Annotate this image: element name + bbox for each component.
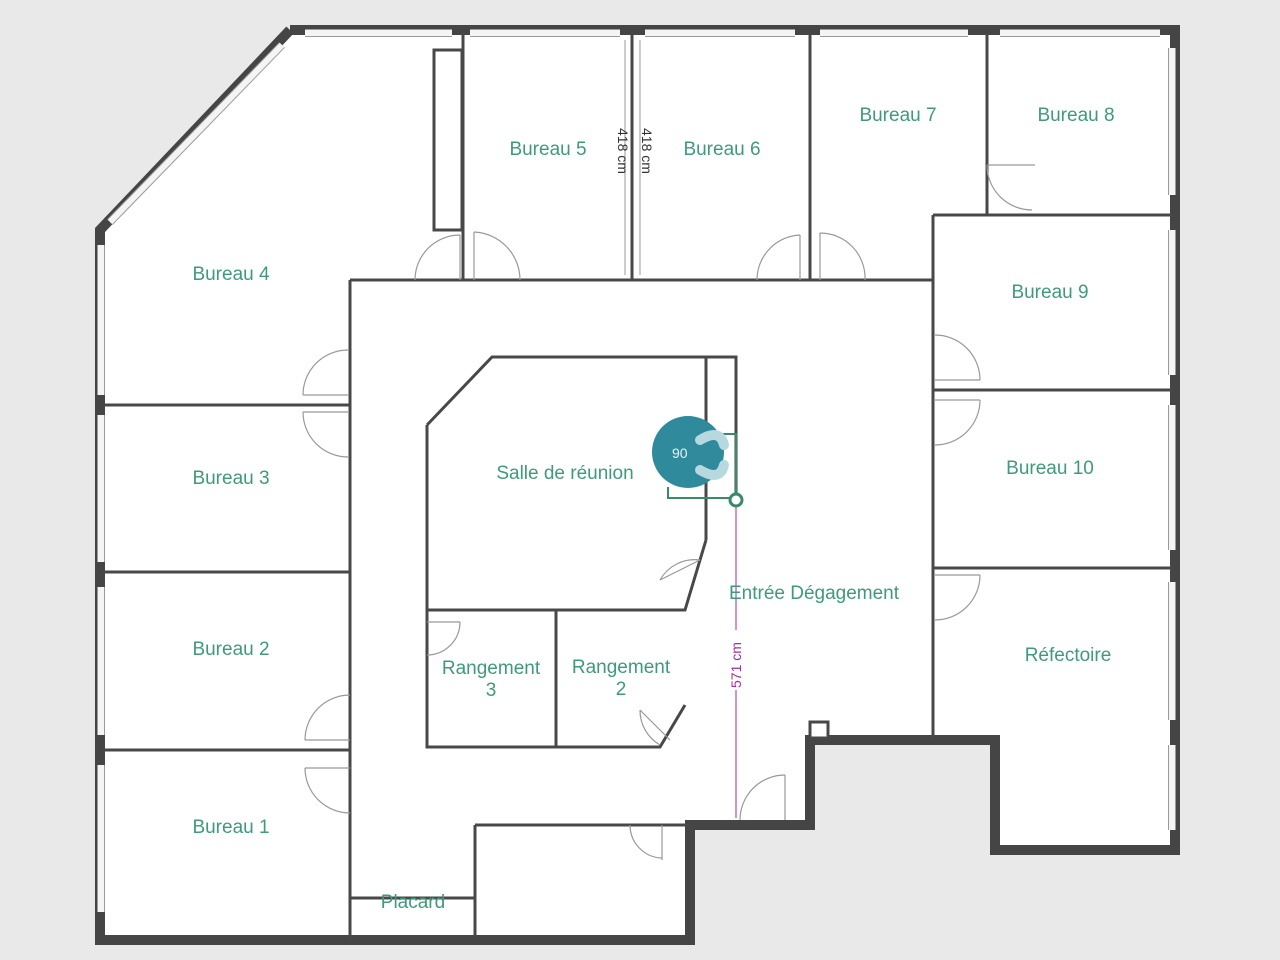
room-refectoire[interactable]: Réfectoire bbox=[1025, 645, 1112, 666]
windows bbox=[97, 29, 1176, 912]
room-bureau-3[interactable]: Bureau 3 bbox=[192, 468, 269, 489]
room-bureau-6[interactable]: Bureau 6 bbox=[683, 139, 760, 160]
room-bureau-2[interactable]: Bureau 2 bbox=[192, 639, 269, 660]
room-placard[interactable]: Placard bbox=[381, 892, 445, 913]
room-bureau-8[interactable]: Bureau 8 bbox=[1037, 105, 1114, 126]
dimension-label: 571 cm bbox=[728, 642, 744, 688]
room-rangement-3[interactable]: Rangement bbox=[442, 658, 541, 679]
room-bureau-9[interactable]: Bureau 9 bbox=[1011, 282, 1088, 303]
room-bureau-4[interactable]: Bureau 4 bbox=[192, 264, 270, 285]
room-labels: Bureau 5 Bureau 6 Bureau 7 Bureau 8 Bure… bbox=[192, 105, 1114, 913]
room-bureau-10[interactable]: Bureau 10 bbox=[1006, 458, 1094, 479]
dimension-label: 418 cm bbox=[615, 128, 631, 174]
room-entree-degagement[interactable]: Entrée Dégagement bbox=[729, 583, 900, 604]
dimension-lines: 418 cm 418 cm 571 cm bbox=[615, 40, 746, 818]
room-rangement-2-number: 2 bbox=[616, 679, 627, 700]
room-rangement-2[interactable]: Rangement bbox=[572, 657, 671, 678]
room-salle-de-reunion[interactable]: Salle de réunion bbox=[496, 463, 633, 484]
interior-walls bbox=[103, 33, 1172, 940]
room-rangement-3-number: 3 bbox=[486, 680, 497, 701]
room-bureau-7[interactable]: Bureau 7 bbox=[859, 105, 936, 126]
room-bureau-5[interactable]: Bureau 5 bbox=[509, 139, 586, 160]
doors[interactable] bbox=[302, 164, 1035, 860]
dimension-label: 418 cm bbox=[639, 128, 655, 174]
rotation-handle[interactable]: 90 bbox=[652, 416, 744, 508]
room-bureau-1[interactable]: Bureau 1 bbox=[192, 817, 269, 838]
rotation-angle: 90 bbox=[672, 445, 688, 461]
floor-area bbox=[100, 30, 1175, 940]
